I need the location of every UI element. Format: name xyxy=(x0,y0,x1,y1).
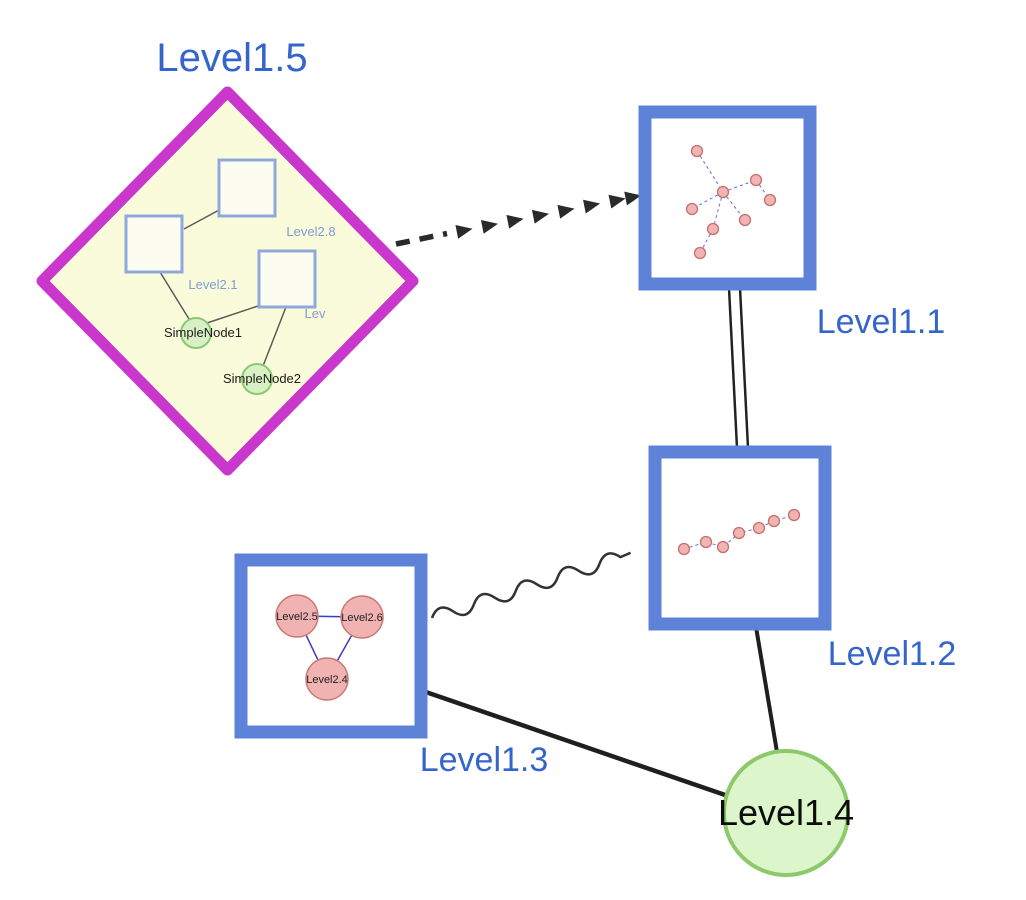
edge-level1-5-level1-1-arrowheads xyxy=(455,188,643,239)
node-level1-4-label: Level1.4 xyxy=(718,792,854,833)
node-level1-4[interactable] xyxy=(722,749,850,877)
node-level2-1-label: Level2.1 xyxy=(188,277,237,292)
mini-node[interactable] xyxy=(706,222,720,236)
node-level1-5-label: Level1.5 xyxy=(156,36,307,80)
node-level2-lev[interactable] xyxy=(257,249,317,309)
arrow-head-icon xyxy=(531,206,551,224)
arrow-head-icon xyxy=(583,196,602,214)
arrow-head-icon xyxy=(608,191,627,209)
edge-level1-2-level1-4[interactable] xyxy=(754,625,779,754)
node-level2-1[interactable] xyxy=(124,214,184,274)
arrow-head-icon xyxy=(455,221,474,239)
mini-node[interactable] xyxy=(738,213,752,227)
level1-1-mini-edges xyxy=(691,150,771,254)
mini-node[interactable] xyxy=(693,246,707,260)
mini-node[interactable] xyxy=(767,514,781,528)
node-level1-3[interactable] xyxy=(234,553,428,739)
edge-level1-1-level1-2-b[interactable] xyxy=(738,287,750,449)
arrow-head-icon xyxy=(557,201,576,219)
mini-node[interactable] xyxy=(690,144,704,158)
node-simplenode1[interactable] xyxy=(180,317,212,349)
node-simplenode2[interactable] xyxy=(241,363,273,395)
mini-node[interactable] xyxy=(699,535,713,549)
node-level2-lev-label: Lev xyxy=(305,306,326,321)
node-level1-1-group: Level1.1 xyxy=(638,105,946,341)
node-level2-8-label: Level2.8 xyxy=(286,224,335,239)
mini-node[interactable] xyxy=(716,540,730,554)
node-level1-4-group: Level1.4 xyxy=(718,749,854,877)
arrow-head-icon xyxy=(480,216,500,234)
mini-node[interactable] xyxy=(787,508,801,522)
node-level2-5-label: Level2.5 xyxy=(276,611,318,623)
mini-node[interactable] xyxy=(752,521,766,535)
edge-level1-1-level1-2-a[interactable] xyxy=(727,287,739,449)
node-simplenode1-label: SimpleNode1 xyxy=(164,325,242,340)
node-level1-3-group: Level2.5 Level2.6 Level2.4 Level1.3 xyxy=(234,553,549,779)
node-level1-3-label: Level1.3 xyxy=(420,741,549,779)
node-level2-6[interactable] xyxy=(340,595,384,639)
mini-node[interactable] xyxy=(716,185,730,199)
level1-5-inner-edges xyxy=(159,208,287,367)
edge-level1-3-level1-2-wavy[interactable] xyxy=(430,547,633,625)
edge-level1-3-level1-4[interactable] xyxy=(417,687,731,799)
mini-node[interactable] xyxy=(685,202,699,216)
node-level2-6-label: Level2.6 xyxy=(341,612,383,624)
node-level1-2-group: Level1.2 xyxy=(648,445,957,673)
edge-level1-5-level1-1-dashes[interactable] xyxy=(395,230,448,247)
level1-2-mini-nodes xyxy=(677,508,801,556)
node-level1-2-label: Level1.2 xyxy=(828,635,957,673)
edges-layer xyxy=(395,188,779,799)
level1-1-mini-nodes xyxy=(685,144,777,260)
mini-node[interactable] xyxy=(763,193,777,207)
node-simplenode2-label: SimpleNode2 xyxy=(223,371,301,386)
node-level1-1[interactable] xyxy=(638,105,817,291)
node-level1-1-label: Level1.1 xyxy=(817,303,946,341)
node-level2-8[interactable] xyxy=(217,158,277,218)
mini-node[interactable] xyxy=(677,542,691,556)
node-level2-5[interactable] xyxy=(275,594,319,638)
mini-node[interactable] xyxy=(732,526,746,540)
node-level1-5[interactable] xyxy=(36,86,419,476)
node-level2-4[interactable] xyxy=(305,657,349,701)
mini-node[interactable] xyxy=(749,173,763,187)
node-level1-5-group: Level1.5 Level2.8 Level2.1 Lev SimpleNod… xyxy=(36,36,419,476)
arrow-head-icon xyxy=(506,211,525,229)
node-level2-4-label: Level2.4 xyxy=(306,674,348,686)
